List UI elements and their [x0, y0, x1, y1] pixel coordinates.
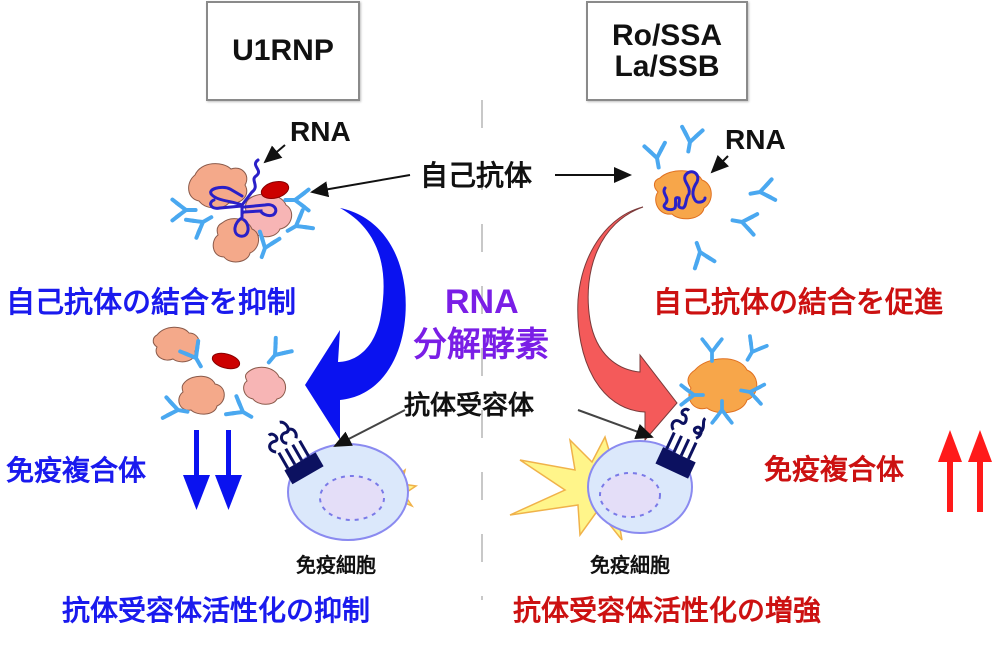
receptor-right: [655, 407, 707, 479]
outcome-suppression-label: 抗体受容体活性化の抑制: [62, 594, 371, 627]
ro-la-title-box: Ro/SSA La/SSB: [586, 1, 748, 101]
rna-pointer-right: [710, 155, 729, 174]
immune-complex-label-right: 免疫複合体: [764, 453, 905, 486]
protein-blob: [188, 163, 248, 209]
binding-suppression-label: 自己抗体の結合を抑制: [6, 285, 297, 319]
receptor-left: [267, 420, 324, 485]
protein-blob: [687, 358, 758, 414]
autoantibody-label: 自己抗体: [420, 159, 533, 192]
rna-label-left: RNA: [290, 116, 351, 147]
protein-blob: [178, 375, 225, 415]
la-ssb-title: La/SSB: [614, 50, 720, 83]
rna-strand: [209, 158, 278, 238]
autoantibody-pointer-left: [310, 174, 411, 198]
outcome-enhancement-label: 抗体受容体活性化の増強: [513, 594, 822, 627]
bound-immune-complex: [679, 334, 769, 425]
protein-blob: [653, 170, 712, 220]
immune-cell-label-left: 免疫細胞: [296, 553, 376, 577]
u1rnp-complex: [172, 158, 313, 262]
immune-complex-increase-arrows: [938, 430, 992, 512]
dissociated-fragments: [152, 326, 291, 426]
protein-blob: [243, 366, 286, 405]
binding-promotion-label: 自己抗体の結合を促進: [653, 285, 944, 319]
receptor-pointer-left: [333, 409, 406, 447]
rna-label-right: RNA: [725, 124, 786, 155]
immune-cell-left: [267, 420, 419, 541]
rnase-label-line2: 分解酵素: [413, 325, 549, 365]
receptor-pointer-right: [577, 409, 654, 440]
ro-la-complex: [644, 127, 775, 269]
immune-complex-decrease-arrows: [183, 430, 242, 510]
antibody-receptor-label: 抗体受容体: [404, 391, 535, 421]
rna-strand: [662, 170, 707, 212]
red-oval: [260, 180, 290, 200]
u1rnp-title: U1RNP: [232, 34, 334, 68]
ro-ssa-title: Ro/SSA: [611, 18, 722, 52]
u1rnp-title-box: U1RNP: [206, 1, 360, 101]
immune-cell-right: [509, 407, 707, 541]
blue-curved-arrow: [305, 208, 406, 440]
rna-pointer-left: [263, 144, 286, 164]
red-curved-arrow: [577, 206, 678, 442]
red-oval: [211, 352, 241, 370]
rnase-label-line1: RNA: [445, 283, 519, 321]
immune-complex-label-left: 免疫複合体: [6, 454, 147, 487]
immune-cell-label-right: 免疫細胞: [590, 553, 670, 577]
